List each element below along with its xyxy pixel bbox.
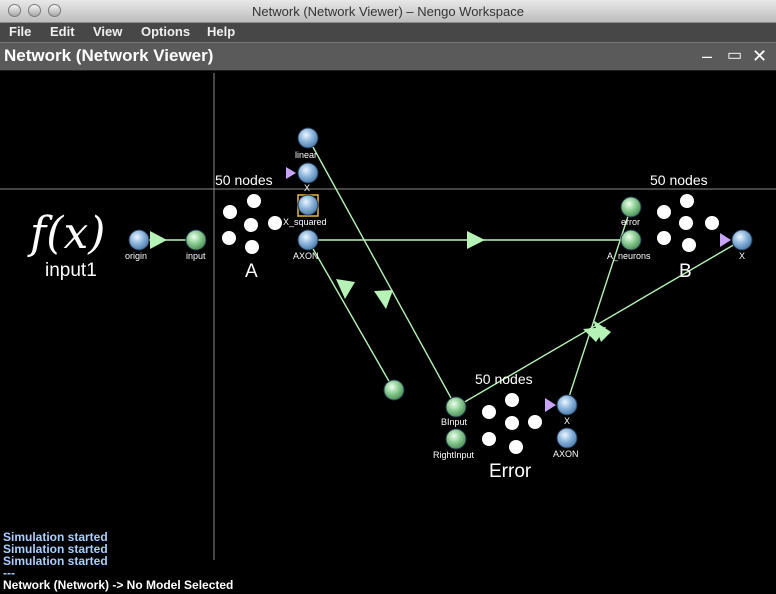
origin-label: origin xyxy=(125,251,148,261)
input-name: input1 xyxy=(45,260,97,281)
panel-title: Network (Network Viewer) xyxy=(4,46,214,65)
ensemble-b-count: 50 nodes xyxy=(650,172,708,188)
minimize-icon[interactable]: – xyxy=(702,46,713,66)
selection-status: Network (Network) -> No Model Selected xyxy=(3,578,234,592)
projection-arrows xyxy=(150,231,611,342)
ensemble-b-neurons[interactable] xyxy=(657,194,719,252)
ensemble-error-neurons[interactable] xyxy=(482,393,542,454)
x-label: X xyxy=(304,183,311,193)
network-graph xyxy=(0,73,776,560)
zoom-window-icon[interactable] xyxy=(48,4,61,17)
status-log-line: Simulation started xyxy=(3,542,108,556)
ensemble-error-name: Error xyxy=(489,461,532,482)
maximize-icon[interactable]: ▭ xyxy=(727,47,743,64)
ensemble-a-name: A xyxy=(245,261,258,282)
panel-header: Network (Network Viewer) – ▭ ✕ xyxy=(0,42,776,71)
menu-help[interactable]: Help xyxy=(207,24,236,39)
network-canvas[interactable]: f(x) input1 origin input 50 nodes A line… xyxy=(0,70,776,594)
axon-label: AXON xyxy=(293,251,319,261)
ensemble-a-neurons[interactable] xyxy=(222,194,282,254)
minimize-window-icon[interactable] xyxy=(28,4,41,17)
a-neurons-label: A_neurons xyxy=(607,251,651,261)
rightinput-label: RightInput xyxy=(433,450,475,460)
ensemble-b-name: B xyxy=(679,261,692,282)
menu-bar: File Edit View Options Help xyxy=(0,23,776,42)
input-function-icon[interactable]: f(x) xyxy=(30,208,106,259)
status-log-line: --- xyxy=(3,566,15,580)
menu-view[interactable]: View xyxy=(93,24,123,39)
window-titlebar: Network (Network Viewer) – Nengo Workspa… xyxy=(0,0,776,23)
window-title: Network (Network Viewer) – Nengo Workspa… xyxy=(252,4,524,19)
node-icons[interactable] xyxy=(128,127,753,450)
error-label: error xyxy=(621,217,641,227)
linear-label: linear xyxy=(295,150,318,160)
x-squared-label: X_squared xyxy=(283,217,327,227)
ensemble-error-count: 50 nodes xyxy=(475,371,533,387)
status-log-line: Simulation started xyxy=(3,530,108,544)
error-axon-label: AXON xyxy=(553,449,579,459)
menu-edit[interactable]: Edit xyxy=(50,24,75,39)
close-window-icon[interactable] xyxy=(8,4,21,17)
input-termination-label: input xyxy=(186,251,206,261)
menu-options[interactable]: Options xyxy=(141,24,191,39)
error-x-label: X xyxy=(564,416,571,426)
ensemble-a-count: 50 nodes xyxy=(215,172,273,188)
binput-label: BInput xyxy=(441,417,468,427)
status-log-line: Simulation started xyxy=(3,554,108,568)
b-x-label: X xyxy=(739,251,746,261)
close-icon[interactable]: ✕ xyxy=(752,46,768,66)
termination-markers xyxy=(286,167,731,412)
menu-file[interactable]: File xyxy=(9,24,32,39)
